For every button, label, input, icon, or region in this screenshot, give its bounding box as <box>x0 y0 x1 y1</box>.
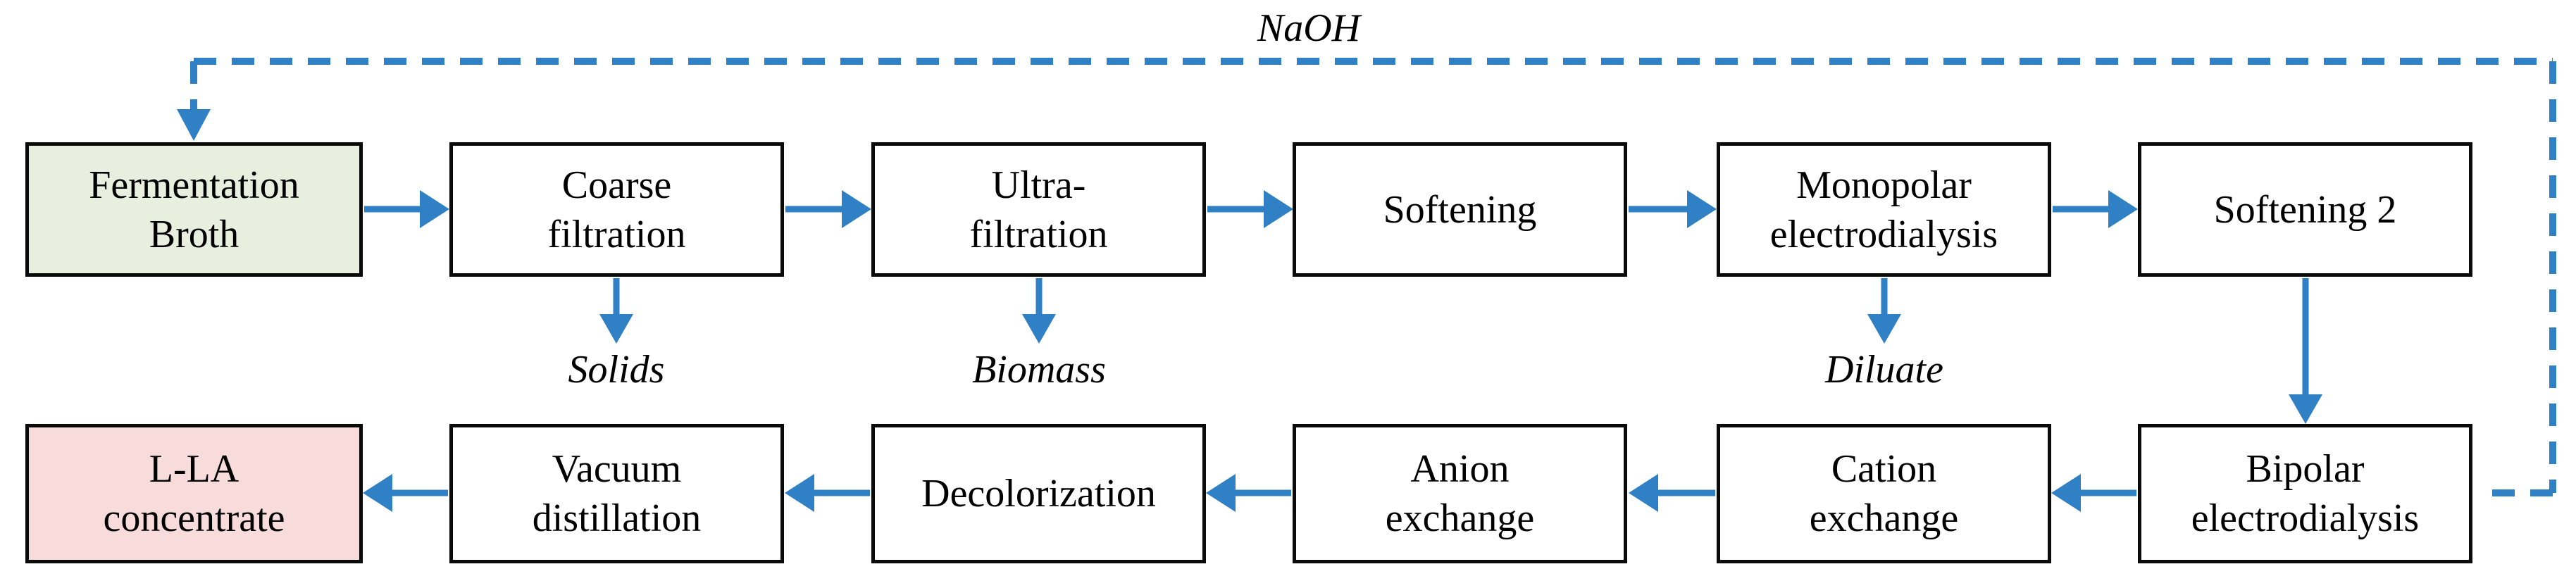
diluate-stream-label: Diluate <box>1825 348 1943 392</box>
box-label: Vacuum distillation <box>532 447 702 540</box>
box-coarse-filtration: Coarse filtration <box>449 142 784 277</box>
box-label: Bipolar electrodialysis <box>2191 447 2420 540</box>
box-fermentation-broth: Fermentation Broth <box>25 142 363 277</box>
box-monopolar-electrodialysis: Monopolar electrodialysis <box>1717 142 2051 277</box>
box-label: L-LA concentrate <box>103 447 285 540</box>
box-l-la-concentrate: L-LA concentrate <box>25 424 363 563</box>
box-label: Decolorization <box>921 472 1156 515</box>
box-anion-exchange: Anion exchange <box>1293 424 1627 563</box>
naoh-recycle-arrowhead <box>177 109 211 141</box>
box-label: Fermentation Broth <box>89 163 299 256</box>
box-label: Softening <box>1383 187 1537 232</box>
box-label: Softening 2 <box>2213 187 2397 232</box>
box-ultra-filtration: Ultra- filtration <box>871 142 1206 277</box>
box-softening-2: Softening 2 <box>2138 142 2472 277</box>
box-cation-exchange: Cation exchange <box>1717 424 2051 563</box>
solids-stream-label: Solids <box>568 348 665 392</box>
naoh-recycle-label: NaOH <box>1257 6 1361 50</box>
box-bipolar-electrodialysis: Bipolar electrodialysis <box>2138 424 2472 563</box>
box-label: Monopolar electrodialysis <box>1769 163 1998 256</box>
box-label: Coarse filtration <box>547 163 686 256</box>
biomass-stream-label: Biomass <box>972 348 1106 392</box>
box-vacuum-distillation: Vacuum distillation <box>449 424 784 563</box>
box-softening: Softening <box>1293 142 1627 277</box>
box-label: Anion exchange <box>1385 447 1535 540</box>
box-label: Ultra- filtration <box>969 163 1108 256</box>
box-label: Cation exchange <box>1809 447 1959 540</box>
box-decolorization: Decolorization <box>871 424 1206 563</box>
